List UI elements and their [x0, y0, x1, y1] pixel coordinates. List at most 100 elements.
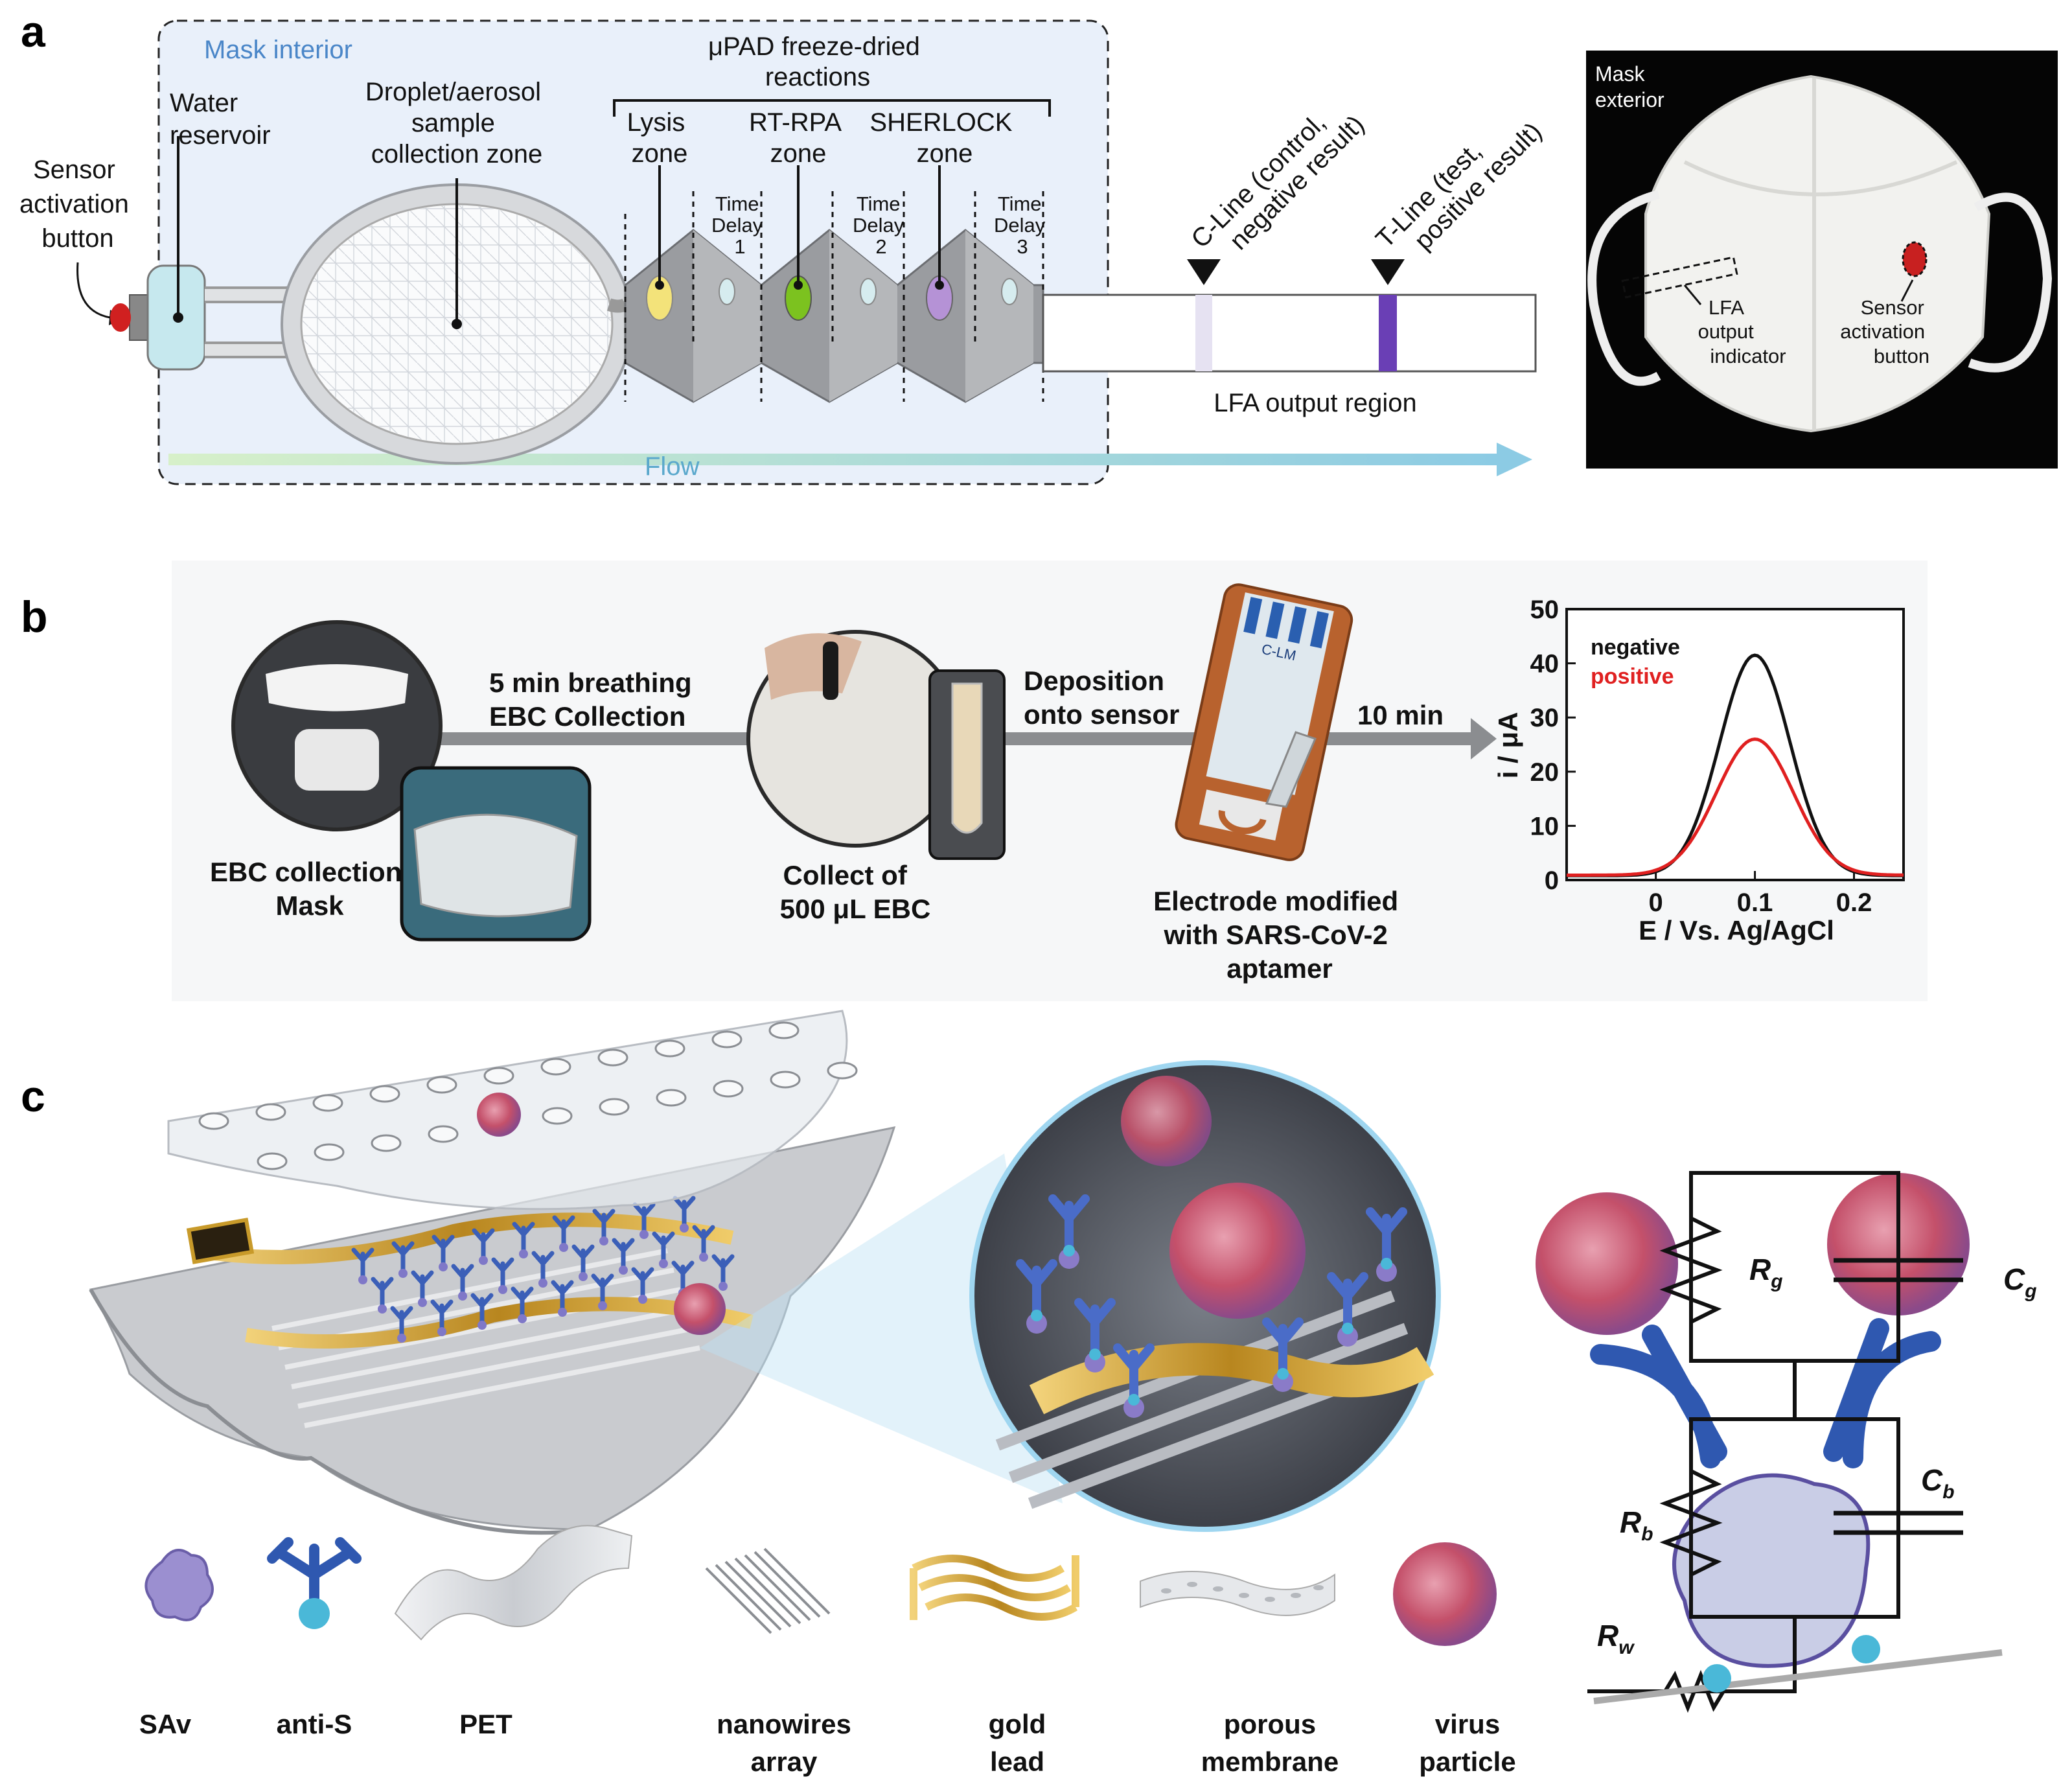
- y-tick-label: 50: [1530, 596, 1560, 624]
- pore: [371, 1134, 402, 1152]
- x-tick-label: 0: [1649, 888, 1663, 917]
- circuit-antibody-left: [1590, 1325, 1727, 1468]
- capacitor-cb: [1834, 1511, 1963, 1535]
- pore: [827, 1061, 858, 1080]
- zoom-antibody: [1074, 1298, 1116, 1373]
- time-delay-labels: Time Delay 1 Time Delay 2 Time Delay 3: [711, 192, 1046, 258]
- virus-particle-top: [477, 1093, 521, 1137]
- antibody: [631, 1267, 654, 1304]
- droplet-pointer-dot: [452, 319, 462, 329]
- rtrpa-zone-label: RT-RPA zone: [749, 108, 847, 168]
- pore: [656, 1089, 687, 1107]
- gold-lead-2: [245, 1297, 754, 1349]
- pore: [312, 1094, 343, 1112]
- photo-sensor-pointer: [1900, 279, 1914, 302]
- ebc-pipette: [823, 642, 838, 700]
- virus-particle-bottom: [674, 1283, 726, 1335]
- pore: [770, 1071, 801, 1089]
- zoom-virus-back: [1121, 1076, 1212, 1166]
- time-delay-1-label: Time Delay 1: [711, 192, 768, 258]
- antibody: [531, 1251, 555, 1288]
- ebc-mask-cloth: [266, 664, 408, 712]
- pore: [654, 1039, 685, 1058]
- antibody: [673, 1196, 696, 1233]
- zoom-beam: [700, 1153, 1063, 1503]
- upad-bracket: [613, 99, 1051, 117]
- flow-label: Flow: [645, 452, 700, 481]
- sensor-pointer-arrow: [76, 262, 111, 319]
- electrode-pipette: [1265, 731, 1317, 808]
- antibody: [551, 1280, 574, 1317]
- x-ticks: 0 0.1 0.2: [1649, 871, 1872, 917]
- gold-lead-icon: [910, 1555, 1079, 1621]
- y-tick-label: 0: [1545, 866, 1559, 895]
- ebc-mask-insert: [295, 729, 379, 791]
- zoom-antibody: [1327, 1272, 1368, 1347]
- process-arrowhead: [1471, 718, 1497, 759]
- legend-label: anti-S: [277, 1709, 352, 1739]
- deposition-label: Deposition onto sensor: [1024, 666, 1179, 730]
- water-reservoir-label: Water reservoir: [170, 89, 271, 150]
- ebc-tube: [951, 682, 983, 834]
- mask-interior-label: Mask interior: [204, 36, 352, 64]
- water-pointer-dot: [173, 312, 183, 323]
- legend-label: PET: [459, 1709, 512, 1739]
- lfa-region-label: LFA output region: [1214, 389, 1417, 417]
- sav-icon: [144, 1549, 214, 1621]
- collect-label: Collect of 500 μL EBC: [780, 860, 931, 924]
- antibody: [351, 1247, 374, 1284]
- label-cg: Cg: [2003, 1262, 2037, 1302]
- panel-c: Rg Cg Rb Cb Rw: [89, 1010, 2037, 1777]
- label-rb: Rb: [1620, 1505, 1653, 1545]
- antibody: [512, 1222, 535, 1258]
- pore: [597, 1048, 628, 1067]
- label-rg: Rg: [1749, 1253, 1783, 1292]
- virus-particle-icon: [1393, 1542, 1497, 1646]
- antibody: [511, 1286, 534, 1323]
- x-tick-label: 0.1: [1737, 888, 1773, 917]
- pore: [198, 1112, 229, 1130]
- pore: [426, 1076, 457, 1094]
- resistor-rb: [1659, 1469, 1723, 1577]
- antibody: [430, 1299, 454, 1336]
- lfa-indicator-pointer: [1683, 284, 1702, 305]
- panel-b: 5 min breathing EBC Collection EBC colle…: [172, 561, 1928, 1001]
- c-line: [1195, 295, 1212, 371]
- zoom-gold-lead: [1029, 1343, 1434, 1415]
- x-tick-label: 0.2: [1836, 888, 1872, 917]
- pore: [540, 1058, 571, 1076]
- pore: [428, 1125, 459, 1143]
- flow-arrowhead: [1497, 443, 1532, 476]
- ten-min-label: 10 min: [1357, 700, 1444, 730]
- t-line: [1379, 295, 1397, 371]
- antibody: [491, 1257, 514, 1294]
- x-axis-label: E / Vs. Ag/AgCl: [1639, 915, 1834, 945]
- antibody: [652, 1231, 675, 1268]
- label-rw: Rw: [1597, 1619, 1635, 1658]
- y-tick-label: 30: [1530, 704, 1560, 732]
- nanowires-array-icon: [705, 1547, 831, 1634]
- panel-label-b: b: [21, 592, 48, 642]
- breathing-label: 5 min breathing EBC Collection: [489, 667, 699, 732]
- antibody: [692, 1225, 715, 1262]
- circuit-bead-left: [1703, 1664, 1731, 1693]
- chart-frame: [1565, 608, 1905, 881]
- zoom-antibody: [1113, 1343, 1155, 1418]
- sensor-activation-label: Sensor activation button: [19, 156, 136, 253]
- circuit-bead-right: [1852, 1635, 1880, 1663]
- pore: [483, 1067, 514, 1085]
- upad-label: μPAD freeze-dried reactions: [708, 32, 927, 91]
- t-line-label: T-Line (test, positive result): [1370, 97, 1547, 274]
- flow-bar: [168, 454, 1497, 465]
- antibody: [632, 1202, 656, 1239]
- outlet-channel: [606, 298, 628, 313]
- mask-strap-left: [1587, 190, 1661, 386]
- pore: [255, 1103, 286, 1121]
- antibody: [470, 1293, 494, 1330]
- legend-label: SAv: [139, 1709, 192, 1739]
